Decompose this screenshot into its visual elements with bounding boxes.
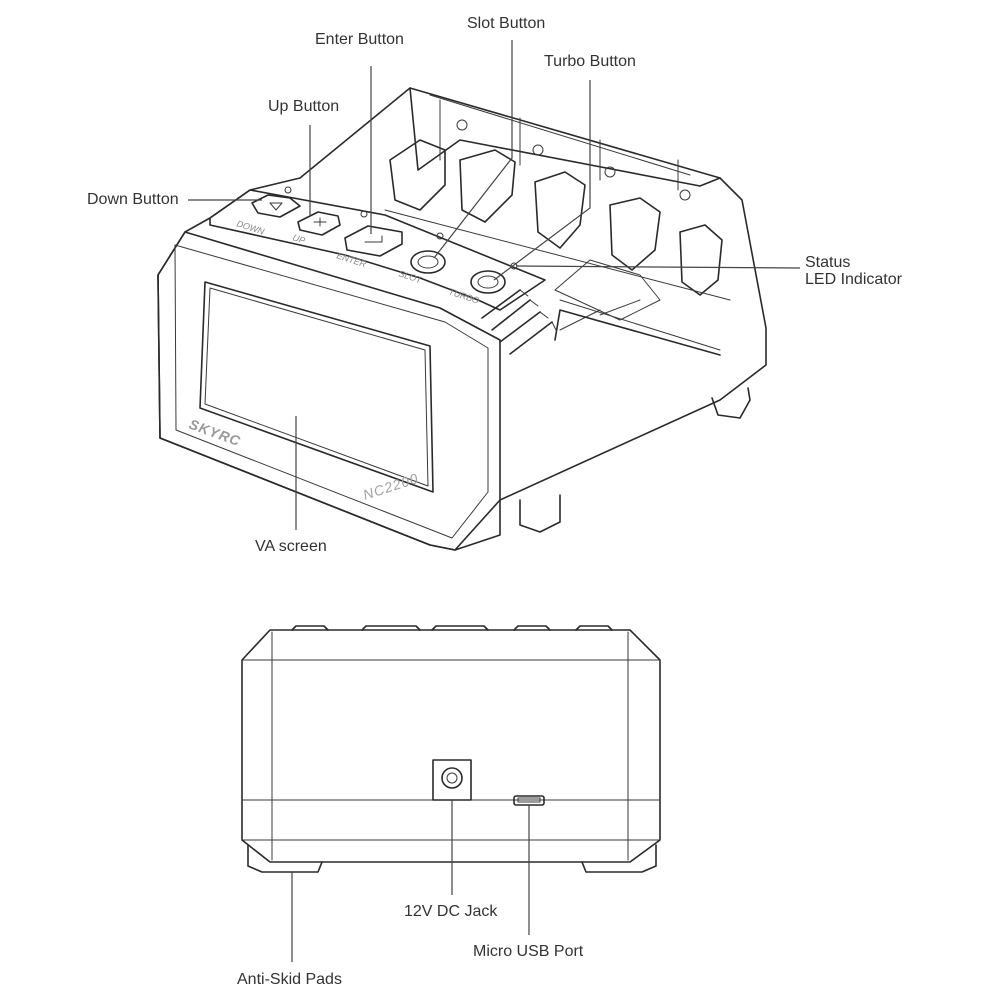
leader-lines bbox=[188, 40, 801, 962]
leader-status-led bbox=[515, 265, 801, 269]
callout-anti-skid: Anti-Skid Pads bbox=[237, 971, 342, 988]
slot-button[interactable] bbox=[410, 250, 446, 274]
callout-down-button: Down Button bbox=[87, 191, 179, 208]
anti-skid-pads bbox=[247, 844, 657, 873]
callout-up-button: Up Button bbox=[268, 98, 339, 115]
leader-turbo-button bbox=[493, 80, 591, 281]
up-button-label: UP bbox=[291, 232, 306, 245]
callout-labels: Down Button Up Button Enter Button Slot … bbox=[87, 15, 903, 988]
down-button[interactable] bbox=[251, 194, 301, 218]
battery-bay-back-wall bbox=[409, 87, 721, 187]
rear-top-buttons bbox=[291, 625, 613, 631]
callout-dc-jack: 12V DC Jack bbox=[404, 903, 498, 920]
callout-va-screen: VA screen bbox=[255, 538, 327, 555]
callout-status-led-line1: Status bbox=[805, 254, 850, 271]
callout-enter-button: Enter Button bbox=[315, 31, 404, 48]
leader-slot-button bbox=[433, 40, 513, 259]
charger-perspective-view: DOWN UP ENTER SLOT TURBO SKYRC NC2200 bbox=[157, 87, 767, 551]
side-vents bbox=[481, 289, 557, 355]
rear-body-outline bbox=[241, 629, 661, 863]
va-screen bbox=[199, 281, 434, 493]
battery-bay-floor bbox=[384, 209, 731, 356]
up-button[interactable] bbox=[297, 211, 341, 236]
callout-status-led-line2: LED Indicator bbox=[805, 271, 903, 288]
callout-slot-button: Slot Button bbox=[467, 15, 545, 32]
control-panel bbox=[209, 189, 546, 311]
front-face bbox=[157, 231, 501, 551]
callout-turbo-button: Turbo Button bbox=[544, 53, 636, 70]
callout-micro-usb: Micro USB Port bbox=[473, 943, 584, 960]
model-label: NC2200 bbox=[361, 470, 421, 503]
top-view-feet bbox=[519, 387, 751, 533]
turbo-button[interactable] bbox=[470, 270, 506, 294]
dc-jack[interactable] bbox=[432, 759, 472, 801]
enter-button[interactable] bbox=[344, 225, 403, 257]
battery-slot-dividers bbox=[389, 119, 723, 296]
charger-rear-view bbox=[241, 625, 661, 873]
